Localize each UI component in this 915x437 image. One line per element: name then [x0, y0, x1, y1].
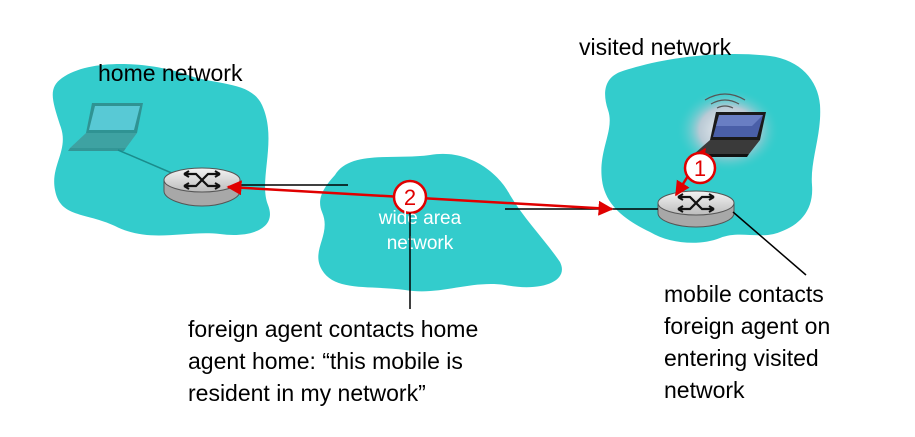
visited-network-label: visited network: [579, 34, 732, 60]
svg-text:1: 1: [694, 156, 706, 181]
step-2-badge: 2: [392, 179, 428, 215]
mobile-callout-line: foreign agent on: [664, 313, 830, 339]
home-laptop-icon: [68, 103, 143, 151]
visited-router-icon: [657, 190, 735, 228]
foreign-agent-callout-line: foreign agent contacts home: [188, 316, 478, 342]
foreign-agent-callout-line: resident in my network”: [188, 380, 426, 406]
foreign-agent-callout-line: agent home: “this mobile is: [188, 348, 463, 374]
mobile-callout: mobile contacts foreign agent on enterin…: [664, 281, 830, 403]
wide-area-network-label-line2: network: [387, 233, 454, 254]
mobile-callout-leader: [732, 211, 807, 276]
home-router-icon: [163, 167, 241, 207]
step-1-badge: 1: [683, 151, 717, 185]
mobile-callout-line: entering visited: [664, 345, 819, 371]
svg-text:2: 2: [404, 185, 416, 210]
mobile-callout-line: network: [664, 377, 745, 403]
mobile-callout-line: mobile contacts: [664, 281, 824, 307]
home-network-label: home network: [98, 60, 243, 86]
wide-area-network-label: wide area: [378, 208, 462, 229]
foreign-agent-callout: foreign agent contacts home agent home: …: [188, 316, 478, 406]
